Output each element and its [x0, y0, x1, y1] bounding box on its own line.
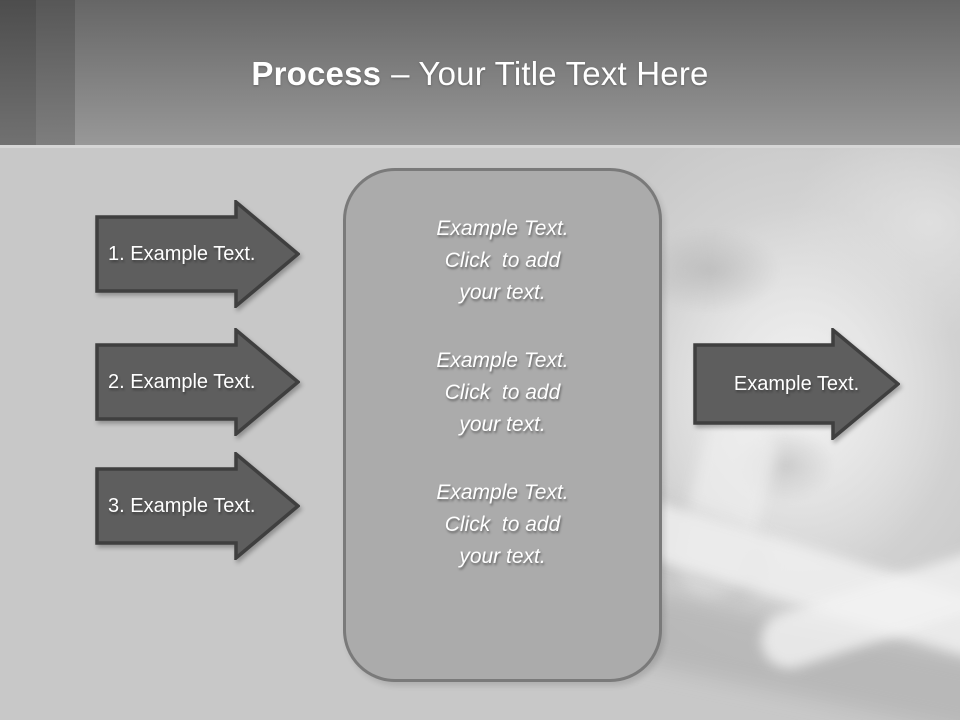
arrow-right-shape [95, 328, 300, 436]
slide-title[interactable]: Process– Your Title Text Here [0, 54, 960, 94]
slide-title-text: – Your Title Text Here [391, 55, 709, 92]
placeholder-line: Click to add [444, 381, 561, 404]
slide-header: Process– Your Title Text Here [0, 0, 960, 145]
photo-hair-highlight [790, 148, 960, 338]
arrow-right-shape [95, 452, 300, 560]
process-step-arrow-3[interactable]: 3. Example Text. [95, 452, 300, 560]
header-stripe-dark [0, 0, 36, 145]
process-output-arrow[interactable]: Example Text. [693, 328, 900, 440]
placeholder-line: Click to add [444, 249, 561, 272]
placeholder-line: your text. [459, 281, 546, 304]
slide-body: 1. Example Text. 2. Example Text. 3. Exa… [0, 148, 960, 720]
process-step-arrow-1[interactable]: 1. Example Text. [95, 200, 300, 308]
placeholder-line: Example Text. [436, 217, 569, 240]
placeholder-line: Click to add [444, 513, 561, 536]
text-placeholder-block[interactable]: Example Text. Click to add your text. [356, 345, 649, 441]
placeholder-line: your text. [459, 545, 546, 568]
center-text-panel[interactable]: Example Text. Click to add your text. Ex… [343, 168, 662, 682]
text-placeholder-block[interactable]: Example Text. Click to add your text. [356, 477, 649, 573]
text-placeholder-block[interactable]: Example Text. Click to add your text. [356, 213, 649, 309]
header-stripe-medium [36, 0, 75, 145]
placeholder-line: your text. [459, 413, 546, 436]
arrow-right-shape [693, 328, 900, 440]
process-step-arrow-2[interactable]: 2. Example Text. [95, 328, 300, 436]
header-divider [0, 145, 960, 148]
placeholder-line: Example Text. [436, 481, 569, 504]
arrow-right-shape [95, 200, 300, 308]
slide-title-emphasis: Process [251, 55, 382, 92]
placeholder-line: Example Text. [436, 349, 569, 372]
photo-brow-shadow [640, 228, 780, 313]
